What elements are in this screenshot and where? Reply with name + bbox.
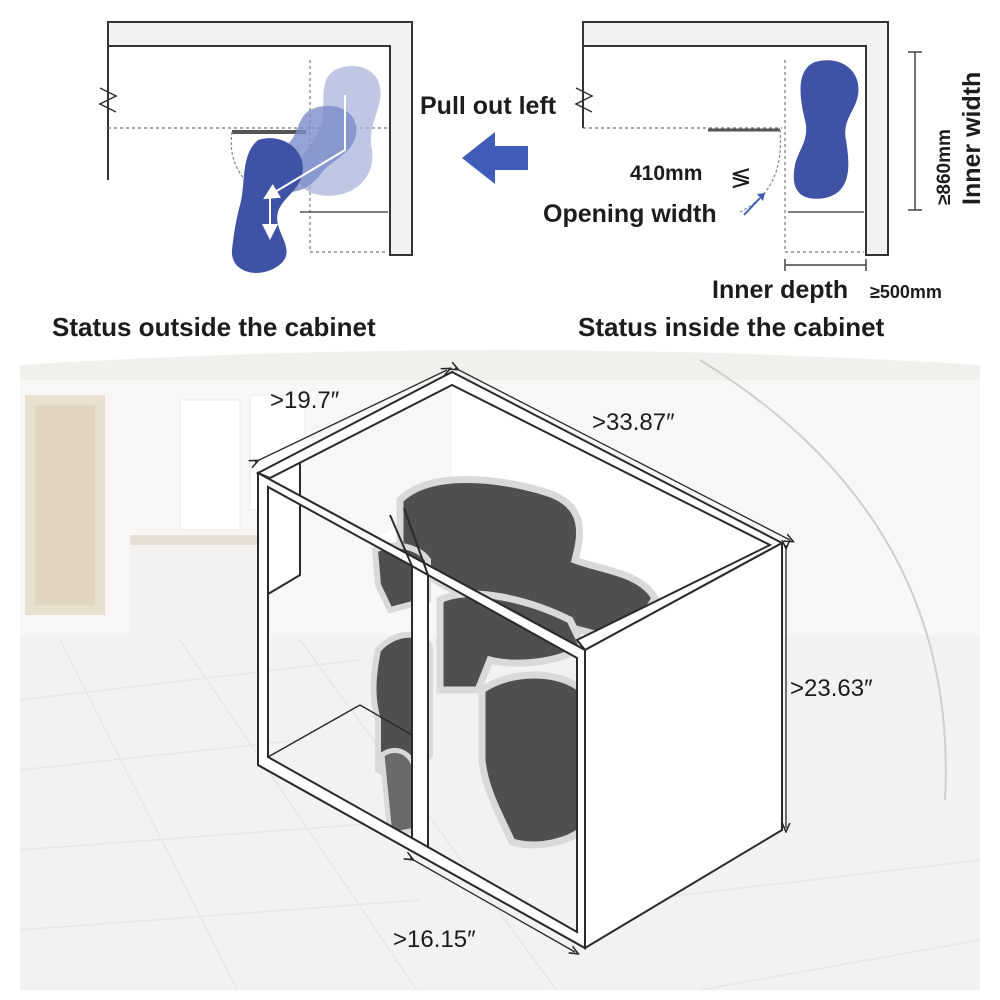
- tray-bottom-left: [379, 748, 418, 838]
- opening-width-label: Opening width: [543, 200, 717, 228]
- movement-path-arrow: [263, 95, 346, 200]
- pull-left-arrow-icon: [462, 132, 528, 184]
- basket-inside: [793, 60, 859, 199]
- opening-arrow-icon: [743, 197, 761, 216]
- outside-status-diagram: [98, 21, 413, 273]
- break-mark-right: [574, 87, 594, 113]
- inner-depth-label: Inner depth: [712, 276, 848, 304]
- opening-dimension: >16.15″: [393, 926, 476, 953]
- inside-status-diagram: [574, 21, 922, 271]
- door-swing-arc: [230, 131, 246, 181]
- depth-dim-line: [255, 370, 447, 462]
- opening-dim-line: [410, 858, 575, 952]
- outside-status-caption: Status outside the cabinet: [52, 312, 376, 342]
- height-dimension: >23.63″: [790, 675, 873, 702]
- center-post: [411, 564, 429, 849]
- pull-out-label: Pull out left: [420, 92, 557, 120]
- dimension-lines: [255, 368, 790, 952]
- inner-depth-value: ≥500mm: [870, 282, 942, 302]
- inside-status-caption: Status inside the cabinet: [578, 312, 885, 342]
- opening-arrows-icon: ≶: [730, 162, 752, 192]
- opening-width-value: 410mm: [630, 162, 702, 185]
- inner-width-label: Inner width: [958, 72, 986, 205]
- depth-dimension: >19.7″: [270, 387, 340, 414]
- basket-outside: [231, 138, 303, 273]
- inner-width-value: ≥860mm: [934, 129, 955, 205]
- break-mark-left: [98, 87, 118, 113]
- width-dim-line: [455, 368, 790, 540]
- door-swing-arc: [739, 129, 782, 213]
- tray-low: [478, 671, 586, 849]
- width-dimension: >33.87″: [592, 409, 675, 436]
